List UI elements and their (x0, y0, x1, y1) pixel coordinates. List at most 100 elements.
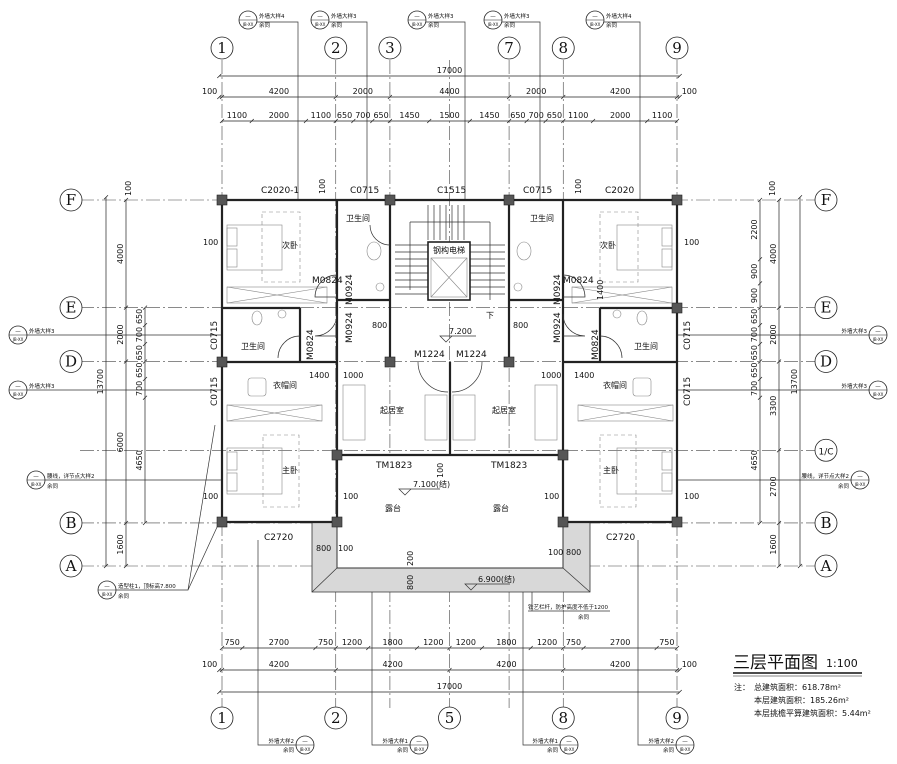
marker-bottom: JB-XX (30, 482, 42, 487)
dimension-tick (674, 645, 680, 651)
door-label: TM1823 (490, 461, 527, 471)
axis-bubble: 9 (665, 706, 689, 730)
dimension-tick (217, 94, 222, 100)
axis-circle (59, 350, 83, 373)
dimension-text: 1500 (439, 111, 459, 120)
dimension-tick (142, 359, 148, 364)
dimension-text: 650 (135, 363, 144, 378)
dimension-tick (142, 395, 148, 401)
note-line: 总建筑面积：618.78m² (754, 682, 841, 692)
dimension-text: 700 (529, 111, 544, 120)
callout-leader (637, 540, 676, 746)
axis-bubble: 1 (210, 706, 234, 730)
dimension-tick (757, 281, 763, 286)
dimension-tick (142, 341, 148, 347)
dim-text: 1000 (541, 371, 561, 380)
window-label: C2720 (264, 533, 293, 543)
axis-bubble: 1 (210, 36, 234, 60)
eave-level: 6.900(结) (478, 574, 515, 584)
window-label: C0715 (210, 321, 220, 350)
dimension-tick (524, 118, 529, 124)
dimension-tick (797, 563, 803, 569)
axis-bubble: E (814, 296, 838, 320)
detail-marker: —JB-XX (868, 380, 888, 400)
dimension-text: 1200 (423, 638, 443, 647)
dimension-text: 650 (337, 111, 352, 120)
room-label: 卫生间 (530, 213, 554, 223)
detail-marker: —JB-XX (8, 380, 28, 400)
callout-sub: 余同 (838, 482, 850, 490)
callout-text: 外墙大样3 (428, 12, 454, 20)
door-label: M0924 (345, 274, 355, 305)
detail-marker: —JB-XX (407, 10, 427, 30)
axis-label: D (65, 352, 77, 370)
dimension-tick (479, 645, 485, 651)
axis-label: E (821, 299, 832, 317)
room-label: 钢构电梯 (433, 245, 465, 255)
axis-circle (59, 188, 83, 212)
level-marks: 7.200 7.100(结) 6.900(结) 下 (398, 311, 515, 591)
drawing-scale: 1:100 (826, 657, 858, 670)
dimension-text: 650 (750, 345, 759, 360)
dimension-text: 13700 (790, 369, 799, 394)
dimension-tick (677, 667, 682, 673)
axis-label: 8 (558, 709, 568, 727)
window-label: C2720 (606, 533, 635, 543)
axis-label: B (820, 514, 831, 532)
dim-text: 100 (203, 238, 218, 247)
dimension-tick (351, 118, 356, 124)
callout-text: 外墙大样4 (259, 12, 285, 20)
dimension-text: 650 (510, 111, 525, 120)
dimension-text: 750 (225, 638, 240, 647)
dimension-tick (561, 645, 566, 651)
dimension-tick (217, 73, 222, 79)
callout-leader (257, 540, 296, 746)
dimension-text: 3300 (769, 396, 778, 416)
room-label: 卫生间 (634, 341, 658, 351)
axis-bubble: B (814, 511, 838, 535)
door-label: M0824 (306, 329, 316, 360)
dimension-tick (677, 94, 682, 100)
dimension-tick (240, 645, 245, 651)
axis-circle (378, 36, 402, 60)
axis-bubble: B (59, 511, 83, 535)
dimension-tick (333, 118, 338, 124)
window-label: C0715 (683, 321, 693, 350)
axis-label: 5 (445, 709, 455, 727)
dim-text: 800 (513, 321, 528, 330)
callout-leader (371, 540, 410, 746)
axis-circle (814, 296, 838, 320)
detail-marker: —JB-XX (26, 470, 46, 490)
dimension-tick (776, 448, 782, 453)
marker-bottom: JB-XX (299, 747, 311, 752)
marker-top: — (302, 739, 308, 745)
title-block: 三层平面图 1:100 注： 总建筑面积：618.78m² 本层建筑面积：185… (733, 653, 871, 718)
dimension-tick (333, 645, 338, 651)
dim-text: 100 (574, 179, 583, 194)
marker-top: — (566, 739, 572, 745)
dimension-text: 13700 (96, 369, 105, 394)
dimension-text: 4650 (135, 450, 144, 470)
dimension-tick (581, 645, 586, 651)
dimension-text: 100 (202, 660, 217, 669)
dimension-tick (677, 689, 682, 695)
axis-circle (59, 511, 83, 535)
callout-text: 外墙大样3 (29, 327, 55, 335)
axis-label: 2 (331, 709, 341, 727)
axis-circle (438, 706, 461, 730)
dimension-tick (590, 118, 596, 124)
axis-bubble: 3 (378, 36, 402, 60)
dimension-tick (142, 520, 148, 526)
axis-label: E (66, 299, 77, 317)
door-label: TM1823 (375, 461, 412, 471)
callout-text: 外墙大样2 (649, 737, 675, 745)
room-label: 露台 (493, 503, 509, 513)
dimension-text: 2700 (610, 638, 630, 647)
dimension-tick (467, 118, 473, 124)
dimension-text: 650 (750, 309, 759, 324)
window-label: C0715 (523, 186, 552, 196)
callout-sub: 余同 (504, 21, 516, 29)
dimension-text: 1600 (769, 534, 778, 554)
dimension-text: 700 (750, 327, 759, 342)
